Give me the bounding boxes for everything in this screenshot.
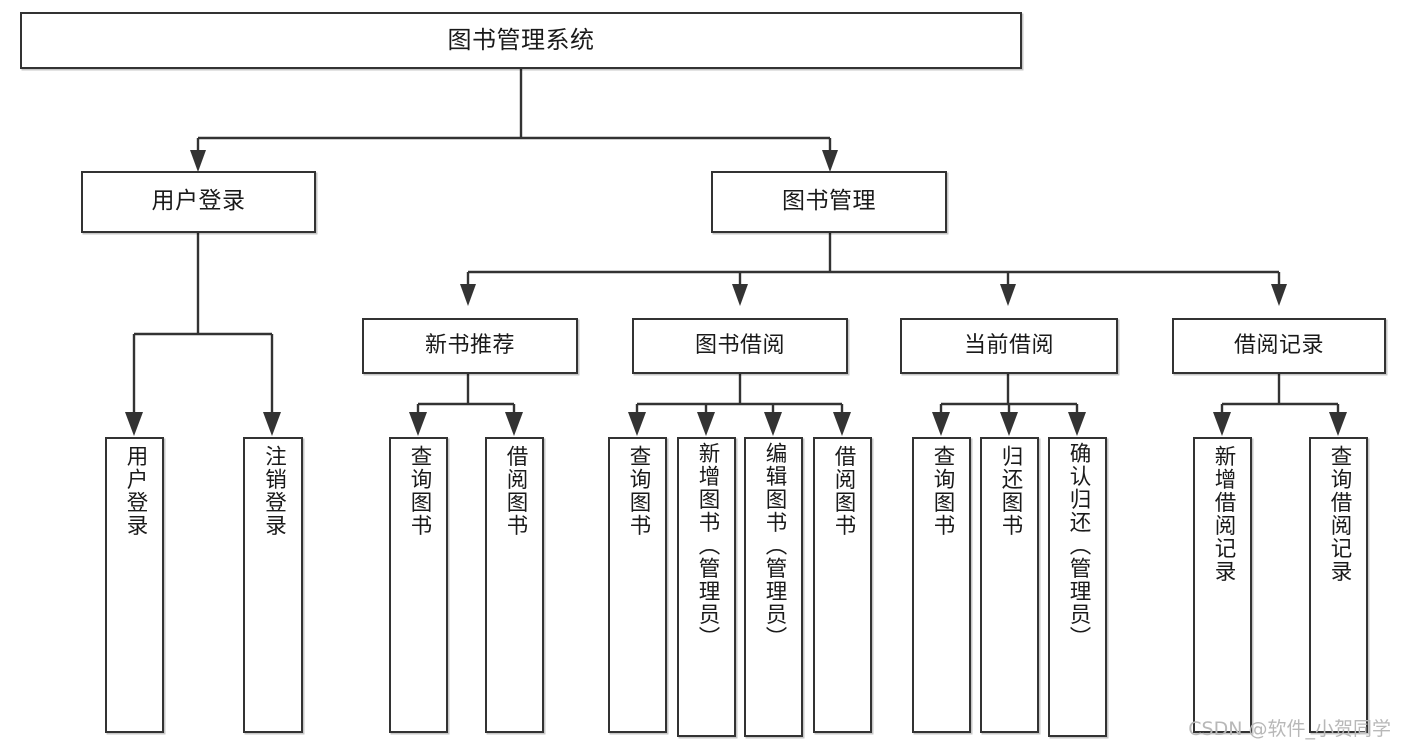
node-leaf-add-borrow-record-label: 新增借阅记录: [1210, 445, 1236, 583]
arrow-to-book-borrow: [732, 284, 748, 306]
node-leaf-return-book[interactable]: 归还图书: [980, 437, 1039, 733]
node-leaf-query-book-3[interactable]: 查询图书: [912, 437, 971, 733]
node-leaf-query-borrow-record-label: 查询借阅记录: [1326, 445, 1352, 583]
node-leaf-confirm-return-admin[interactable]: 确认归还（管理员）: [1048, 437, 1107, 737]
node-leaf-query-book-1[interactable]: 查询图书: [389, 437, 448, 733]
arrow-current-borrow-leaf2: [1000, 412, 1018, 436]
arrow-to-borrow-record: [1271, 284, 1287, 306]
arrow-book-borrow-leaf4: [833, 412, 851, 436]
node-leaf-add-borrow-record[interactable]: 新增借阅记录: [1193, 437, 1252, 733]
node-borrowing-record-label: 借阅记录: [1233, 332, 1324, 358]
node-leaf-query-book-3-label: 查询图书: [929, 445, 955, 537]
node-root-book-management-system[interactable]: 图书管理系统: [20, 12, 1022, 69]
node-leaf-add-book-admin[interactable]: 新增图书（管理员）: [677, 437, 736, 737]
node-leaf-edit-book-admin[interactable]: 编辑图书（管理员）: [744, 437, 803, 737]
node-leaf-confirm-return-admin-label: 确认归还（管理员）: [1065, 442, 1091, 649]
node-leaf-borrow-book-2[interactable]: 借阅图书: [813, 437, 872, 733]
node-leaf-logout-login[interactable]: 注销登录: [243, 437, 303, 733]
arrow-current-borrow-leaf1: [932, 412, 950, 436]
node-book-management-label: 图书管理: [782, 188, 876, 215]
arrow-book-borrow-leaf1: [628, 412, 646, 436]
node-book-management[interactable]: 图书管理: [711, 171, 947, 233]
arrow-book-borrow-leaf2: [697, 412, 715, 436]
node-leaf-borrow-book-2-label: 借阅图书: [830, 445, 856, 537]
arrow-user-login-leaf1: [125, 412, 143, 436]
node-leaf-return-book-label: 归还图书: [997, 445, 1023, 537]
arrow-new-book-rec-leaf1: [409, 412, 427, 436]
node-new-book-recommendation-label: 新书推荐: [424, 332, 515, 358]
arrow-user-login-leaf2: [263, 412, 281, 436]
arrow-borrow-record-leaf1: [1213, 412, 1231, 436]
arrow-current-borrow-leaf3: [1068, 412, 1086, 436]
node-new-book-recommendation[interactable]: 新书推荐: [362, 318, 578, 374]
arrow-to-new-book-rec: [460, 284, 476, 306]
node-leaf-user-login-label: 用户登录: [122, 445, 148, 537]
node-current-borrowing[interactable]: 当前借阅: [900, 318, 1118, 374]
node-leaf-borrow-book-1[interactable]: 借阅图书: [485, 437, 544, 733]
arrow-to-current-borrow: [1000, 284, 1016, 306]
node-current-borrowing-label: 当前借阅: [963, 332, 1054, 358]
node-leaf-query-book-2-label: 查询图书: [625, 445, 651, 537]
node-borrowing-record[interactable]: 借阅记录: [1172, 318, 1386, 374]
node-user-login[interactable]: 用户登录: [81, 171, 316, 233]
arrow-to-book-manage: [822, 150, 838, 172]
arrow-borrow-record-leaf2: [1329, 412, 1347, 436]
node-leaf-logout-login-label: 注销登录: [261, 445, 287, 537]
node-root-label: 图书管理系统: [447, 26, 595, 55]
arrow-book-borrow-leaf3: [764, 412, 782, 436]
node-leaf-query-book-2[interactable]: 查询图书: [608, 437, 667, 733]
node-leaf-edit-book-admin-label: 编辑图书（管理员）: [761, 442, 787, 649]
node-leaf-borrow-book-1-label: 借阅图书: [502, 445, 528, 537]
node-leaf-user-login[interactable]: 用户登录: [105, 437, 164, 733]
node-book-borrowing[interactable]: 图书借阅: [632, 318, 848, 374]
arrow-to-user-login: [190, 150, 206, 172]
node-leaf-query-book-1-label: 查询图书: [406, 445, 432, 537]
node-leaf-add-book-admin-label: 新增图书（管理员）: [694, 442, 720, 649]
node-leaf-query-borrow-record[interactable]: 查询借阅记录: [1309, 437, 1368, 733]
arrow-new-book-rec-leaf2: [505, 412, 523, 436]
node-user-login-label: 用户登录: [151, 188, 246, 215]
node-book-borrowing-label: 图书借阅: [694, 332, 785, 358]
